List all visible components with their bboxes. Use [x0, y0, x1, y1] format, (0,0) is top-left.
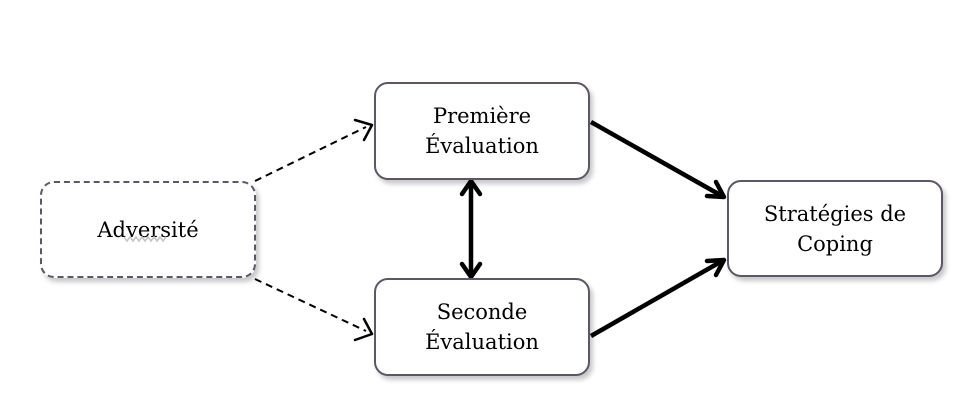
- node-seconde-evaluation: Seconde Évaluation: [374, 278, 590, 376]
- node-adversite: Adversité: [40, 181, 256, 278]
- edge-adversite-to-seconde: [254, 278, 374, 342]
- node-seconde-line1: Seconde: [436, 300, 528, 324]
- node-strategies-line1: Stratégies de: [763, 201, 907, 226]
- spellcheck-underline: [124, 235, 166, 243]
- node-strategies-line2: Coping: [797, 231, 873, 256]
- node-premiere-line2: Évaluation: [425, 134, 539, 158]
- edge-premiere-to-strategies: [589, 120, 727, 200]
- edge-premiere-seconde-bidirectional: [459, 178, 483, 280]
- node-seconde-line2: Évaluation: [425, 330, 539, 354]
- node-strategies-de-coping: Stratégies de Coping: [727, 180, 943, 277]
- edge-seconde-to-strategies: [589, 257, 727, 338]
- edge-adversite-to-premiere: [254, 118, 374, 182]
- node-premiere-line1: Première: [432, 104, 532, 128]
- node-premiere-evaluation: Première Évaluation: [374, 82, 590, 180]
